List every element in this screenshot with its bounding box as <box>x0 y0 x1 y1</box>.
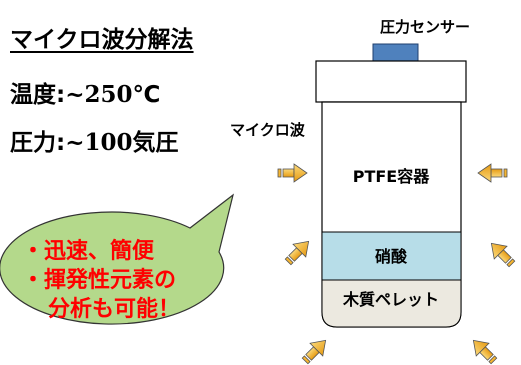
pressure-line: 圧力:~100気圧 <box>10 123 179 157</box>
callout-text: ・迅速、簡便 ・揮発性元素の 分析も可能！ <box>20 237 245 324</box>
sample-label: 木質ペレット <box>342 290 439 309</box>
microwave-arrow-icon <box>298 333 333 365</box>
callout-bubble <box>0 193 234 325</box>
microwave-arrow-icon <box>466 333 501 365</box>
temperature-value: ~250 <box>65 81 133 108</box>
wood-pellet-layer <box>321 279 462 328</box>
temperature-unit: ℃ <box>132 82 161 108</box>
microwave-arrow-icon <box>281 234 316 269</box>
nitric-acid-layer <box>321 231 462 281</box>
microwave-arrow-icon <box>277 163 308 183</box>
vessel-label: PTFE容器 <box>353 167 431 186</box>
pressure-sensor-label: 圧力センサー <box>380 18 471 36</box>
page-title: マイクロ波分解法 <box>10 27 194 53</box>
vessel-lid <box>315 60 467 103</box>
pressure-label: 圧力 <box>10 130 56 156</box>
microwave-arrow-icon <box>477 163 508 183</box>
microwave-label: マイクロ波 <box>230 121 305 139</box>
pressure-value: ~100 <box>65 129 133 156</box>
pressure-colon: : <box>56 130 66 156</box>
pressure-unit: 気圧 <box>132 130 179 156</box>
temperature-line: 温度:~250℃ <box>10 75 160 109</box>
acid-label: 硝酸 <box>375 247 408 266</box>
pressure-sensor <box>372 43 419 62</box>
temperature-label: 温度 <box>10 82 56 108</box>
temperature-colon: : <box>56 82 66 108</box>
callout-line: ・迅速、簡便 <box>22 239 155 264</box>
callout-line: 分析も可能！ <box>48 297 181 322</box>
callout-line: ・揮発性元素の <box>22 268 177 293</box>
microwave-arrow-icon <box>484 236 519 271</box>
